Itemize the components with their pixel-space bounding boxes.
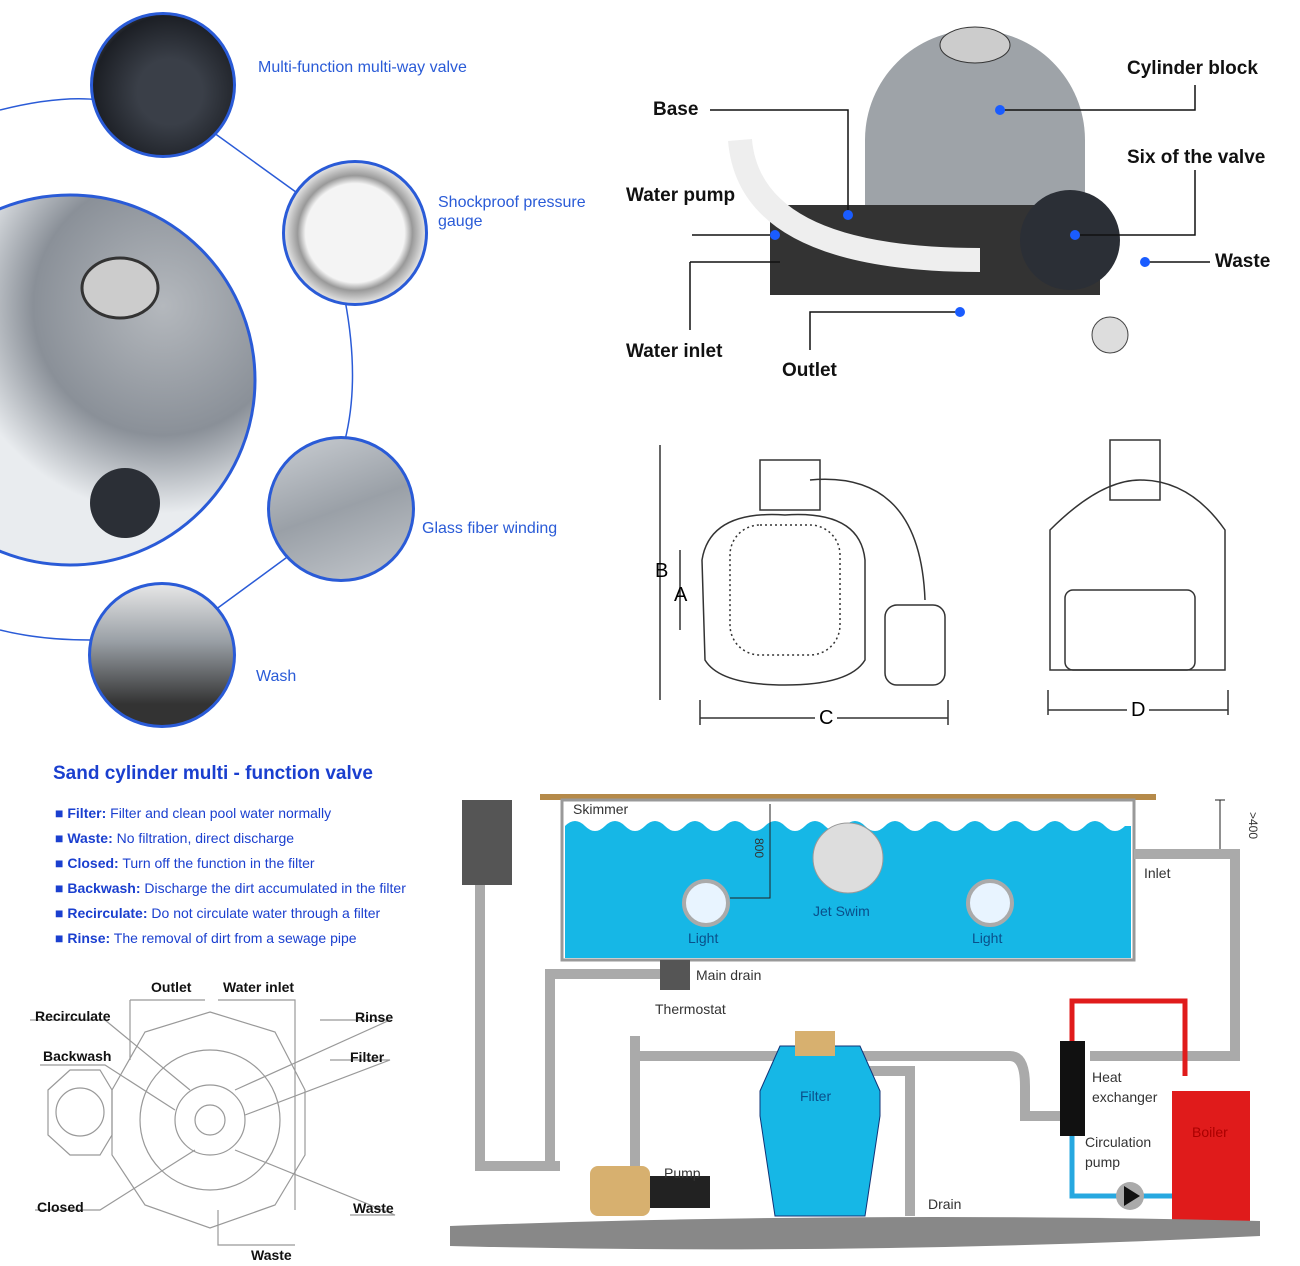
pool-label-heat: Heat (1092, 1069, 1122, 1085)
valve-label-filter: Filter (350, 1049, 385, 1065)
valve-section-title: Sand cylinder multi - function valve (53, 763, 373, 784)
pool-label-boiler: Boiler (1192, 1124, 1228, 1140)
dimension-drawing (659, 439, 1229, 725)
pool-label-jet-swim: Jet Swim (813, 903, 870, 919)
valve-label-recirculate: Recirculate (35, 1008, 111, 1024)
label-water-pump: Water pump (626, 185, 736, 206)
feature-valve-label: Multi-function multi-way valve (258, 59, 467, 76)
dim-b: B (655, 560, 669, 582)
valve-label-waste-right: Waste (353, 1200, 394, 1216)
pool-label-light-left: Light (688, 930, 719, 946)
pool-label-inlet: Inlet (1144, 865, 1171, 881)
valve-label-waste-bottom: Waste (251, 1247, 292, 1263)
list-item: ■ Filter: Filter and clean pool water no… (55, 805, 332, 821)
dim-c: C (815, 707, 838, 730)
valve-label-water-inlet: Water inlet (223, 979, 295, 995)
list-item: ■ Closed: Turn off the function in the f… (55, 855, 315, 871)
valve-photo (90, 12, 236, 158)
valve-label-closed: Closed (37, 1199, 84, 1215)
pool-label-circulation: Circulation (1085, 1134, 1152, 1150)
pool-label-filter: Filter (800, 1088, 832, 1104)
label-waste: Waste (1215, 251, 1271, 272)
feature-fiber-label: Glass fiber winding (422, 520, 558, 537)
feature-wash-label: Wash (256, 668, 297, 685)
label-base: Base (653, 99, 699, 120)
product-photo (689, 26, 1210, 354)
dim-a: A (674, 584, 688, 606)
valve-function-list: ■ Filter: Filter and clean pool water no… (55, 801, 406, 951)
label-cylinder-block: Cylinder block (1127, 58, 1258, 79)
label-water-inlet: Water inlet (626, 341, 723, 362)
label-six-valve: Six of the valve (1127, 147, 1266, 168)
wash-photo (88, 582, 236, 728)
feature-gauge-label: Shockproof pressure gauge (438, 194, 586, 230)
pool-label-depth: 800 (752, 838, 766, 859)
pool-label-thermostat: Thermostat (655, 1001, 726, 1017)
list-item: ■ Rinse: The removal of dirt from a sewa… (55, 930, 357, 946)
pool-label-height: >400 (1246, 812, 1260, 840)
list-item: ■ Recirculate: Do not circulate water th… (55, 905, 381, 921)
label-outlet: Outlet (782, 360, 837, 381)
list-item: ■ Backwash: Discharge the dirt accumulat… (55, 880, 406, 896)
dim-d: D (1127, 699, 1150, 722)
list-item: ■ Waste: No filtration, direct discharge (55, 830, 295, 846)
filter-tank-photo (0, 193, 257, 567)
pool-label-exchanger: exchanger (1092, 1089, 1158, 1105)
pool-diagram (450, 794, 1260, 1250)
pressure-gauge-photo (282, 160, 428, 306)
pool-label-skimmer: Skimmer (573, 801, 629, 817)
valve-label-rinse: Rinse (355, 1009, 394, 1025)
glass-fiber-photo (267, 436, 415, 582)
pool-label-pump: Pump (664, 1165, 701, 1181)
valve-label-backwash: Backwash (43, 1048, 112, 1064)
pool-label-pump-2: pump (1085, 1154, 1121, 1170)
valve-label-outlet: Outlet (151, 979, 192, 995)
pool-label-light-right: Light (972, 930, 1003, 946)
pool-label-drain: Drain (928, 1196, 962, 1212)
valve-diagram (30, 999, 396, 1246)
pool-label-main-drain: Main drain (696, 967, 762, 983)
